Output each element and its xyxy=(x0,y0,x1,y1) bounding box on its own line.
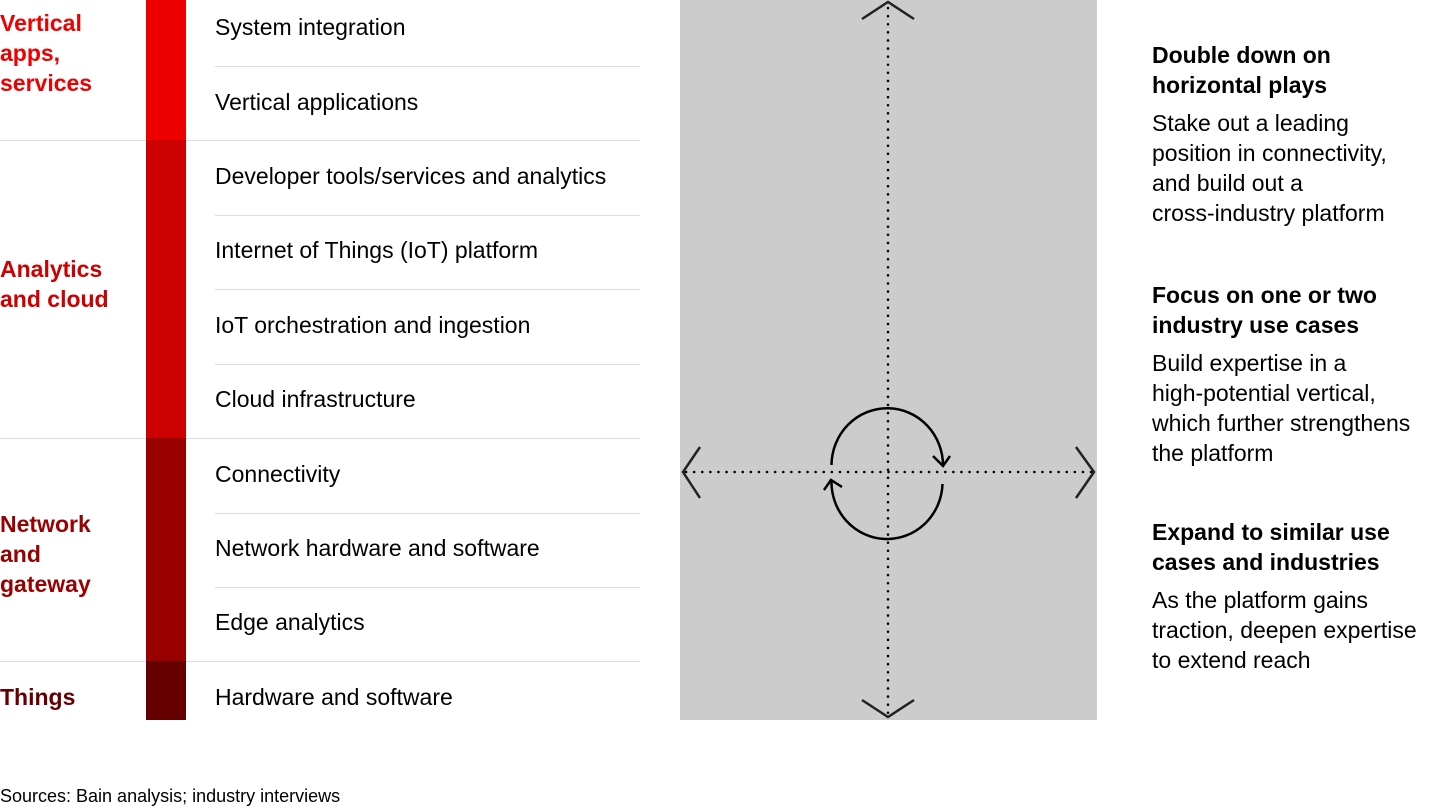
expansion-diagram-svg xyxy=(681,0,1096,719)
source-note: Sources: Bain analysis; industry intervi… xyxy=(0,786,341,806)
layer-item-iot-orchestration: IoT orchestration and ingestion xyxy=(215,311,531,338)
cycle-arc-top xyxy=(830,407,945,467)
layer-item-developer-tools: Developer tools/services and analytics xyxy=(215,162,607,189)
strategy-horizontal-plays: Double down on horizontal plays Stake ou… xyxy=(1152,40,1440,228)
color-bar-analytics-cloud xyxy=(146,140,186,438)
group-label-things: Things xyxy=(0,684,76,710)
item-divider xyxy=(215,587,640,588)
arrow-up-icon xyxy=(861,0,915,21)
item-divider xyxy=(186,661,640,662)
group-label-network-gateway: Network and gateway xyxy=(0,511,91,597)
strategy-expand-similar: Expand to similar use cases and industri… xyxy=(1152,517,1440,675)
color-bar-network-gateway xyxy=(146,438,186,661)
layer-item-cloud-infrastructure: Cloud infrastructure xyxy=(215,385,416,412)
group-divider xyxy=(0,140,146,141)
layer-item-connectivity: Connectivity xyxy=(215,460,341,487)
color-bar-things xyxy=(146,661,186,720)
strategy-title: Double down on horizontal plays xyxy=(1152,42,1331,98)
item-divider xyxy=(186,140,640,141)
item-divider xyxy=(215,513,640,514)
arrow-left-icon xyxy=(681,446,702,499)
strategy-title: Focus on one or two industry use cases xyxy=(1152,282,1377,338)
group-label-analytics-cloud: Analytics and cloud xyxy=(0,256,109,312)
arrow-down-icon xyxy=(861,698,915,719)
layer-item-network-hardware: Network hardware and software xyxy=(215,534,540,561)
cycle-arc-bottom xyxy=(830,479,944,541)
color-bar-vertical-apps xyxy=(146,0,186,140)
item-divider xyxy=(215,66,640,67)
strategy-description: As the platform gains traction, deepen e… xyxy=(1152,587,1417,673)
group-label-vertical-apps: Vertical apps, services xyxy=(0,10,93,96)
cycle-arrows-icon xyxy=(822,407,952,541)
arrow-right-icon xyxy=(1074,446,1096,499)
strategy-description: Stake out a leading position in connecti… xyxy=(1152,110,1387,226)
expansion-diagram-panel xyxy=(680,0,1097,720)
item-divider xyxy=(215,289,640,290)
strategy-description: Build expertise in a high-potential vert… xyxy=(1152,350,1411,466)
cycle-arrowhead-left xyxy=(822,478,843,491)
group-divider xyxy=(0,661,146,662)
layer-item-iot-platform: Internet of Things (IoT) platform xyxy=(215,236,538,263)
item-divider xyxy=(215,364,640,365)
layer-item-hardware-software: Hardware and software xyxy=(215,683,453,710)
strategy-title: Expand to similar use cases and industri… xyxy=(1152,519,1390,575)
layer-item-edge-analytics: Edge analytics xyxy=(215,608,365,635)
layer-item-system-integration: System integration xyxy=(215,13,406,40)
cycle-arrowhead-right xyxy=(932,455,952,468)
layer-item-vertical-applications: Vertical applications xyxy=(215,88,419,115)
item-divider xyxy=(215,215,640,216)
strategy-industry-use-cases: Focus on one or two industry use cases B… xyxy=(1152,280,1440,468)
item-divider xyxy=(186,438,640,439)
group-divider xyxy=(0,438,146,439)
